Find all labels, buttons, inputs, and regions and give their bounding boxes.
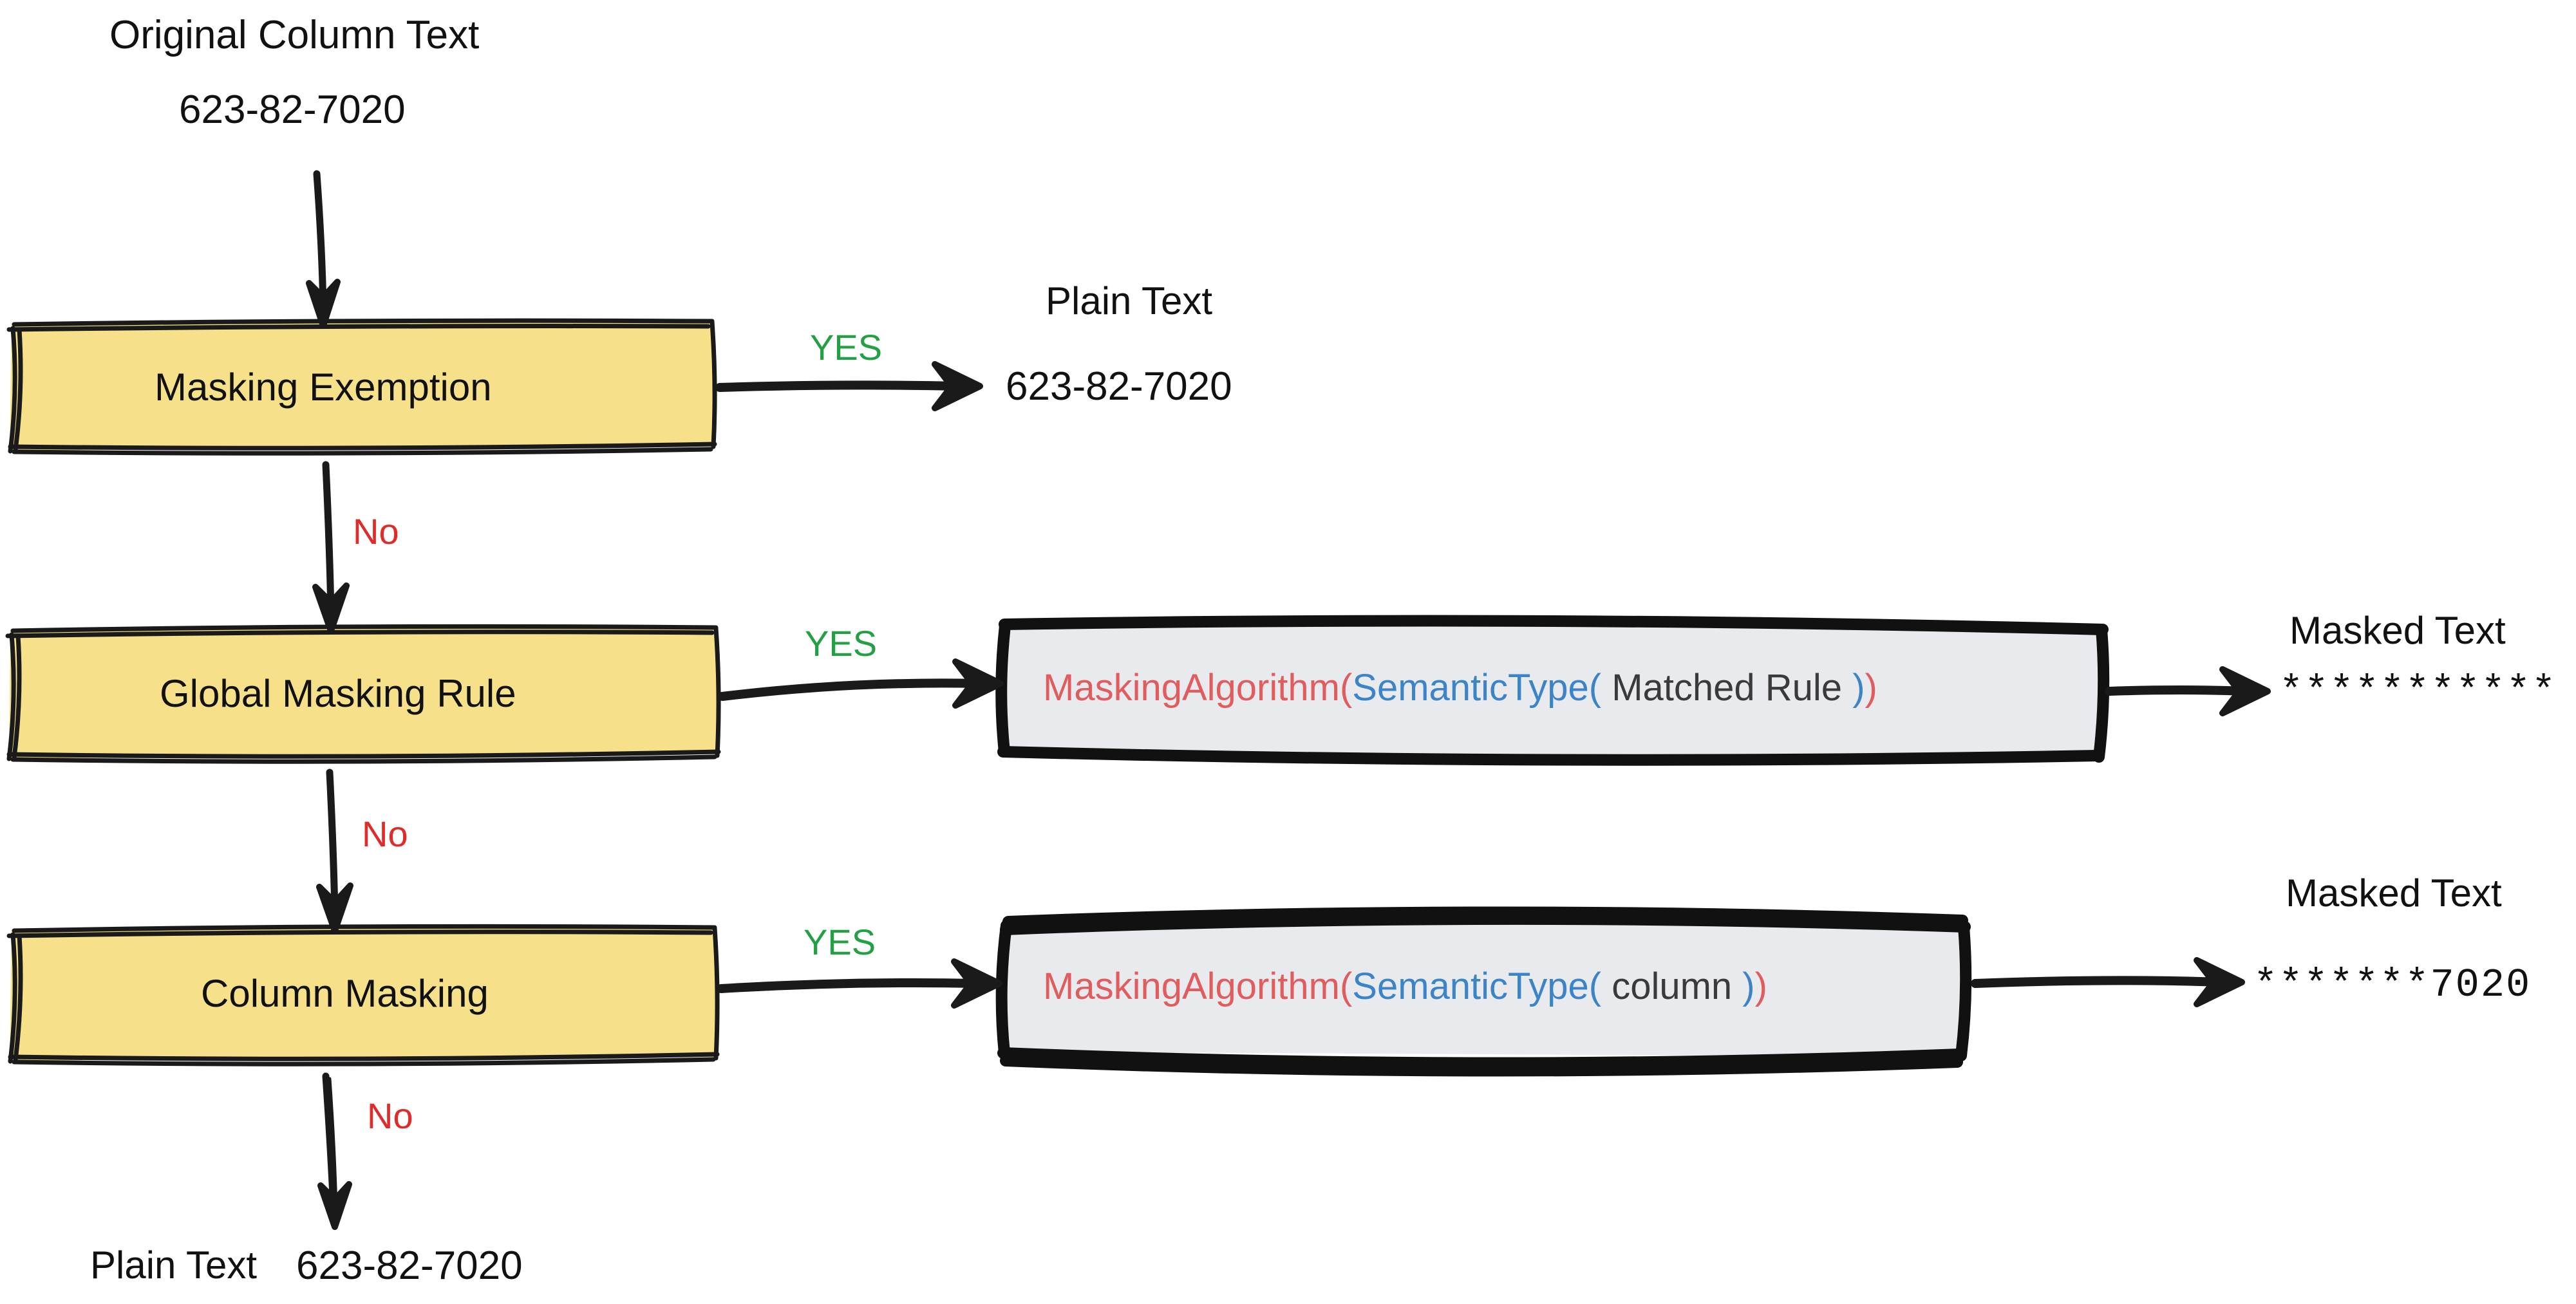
original-value: 623-82-7020 <box>179 88 406 132</box>
final-output-heading: Plain Text <box>90 1243 258 1287</box>
arrow-column-masking-output <box>1971 957 2245 1007</box>
code-expression-column-masking: MaskingAlgorithm(SemanticType( column )) <box>1043 968 1767 1005</box>
code-fn-1: MaskingAlgorithm( <box>1043 667 1353 709</box>
code-expression-global-rule: MaskingAlgorithm(SemanticType( Matched R… <box>1043 669 1877 707</box>
code-type-close-1: ) <box>1852 667 1865 709</box>
arrow-exemption-yes <box>715 361 983 411</box>
final-output-value: 623-82-7020 <box>296 1243 523 1288</box>
code-type-open-1: SemanticType( <box>1352 667 1602 709</box>
edge-label-no-3: No <box>367 1095 413 1136</box>
arrow-column-masking-no <box>317 1072 352 1230</box>
arrow-input-to-exemption <box>306 170 341 329</box>
edge-label-yes-2: YES <box>805 623 878 664</box>
decision-label-masking-exemption[interactable]: Masking Exemption <box>155 366 492 409</box>
code-fn-close-1: ) <box>1865 667 1877 709</box>
arrow-global-rule-output <box>2105 666 2271 716</box>
decision-label-column-masking[interactable]: Column Masking <box>201 972 489 1015</box>
output-value-exemption: 623-82-7020 <box>1006 364 1232 409</box>
edge-label-yes-3: YES <box>804 922 876 962</box>
code-arg-2: column <box>1601 965 1743 1007</box>
arrow-global-rule-yes <box>718 658 1004 709</box>
page-title: Original Column Text <box>109 13 480 57</box>
code-fn-2: MaskingAlgorithm( <box>1043 965 1353 1007</box>
arrow-column-masking-yes <box>717 958 1002 1009</box>
output-heading-global-rule: Masked Text <box>2289 609 2506 652</box>
edge-label-yes-1: YES <box>810 327 883 368</box>
output-value-global-rule: *********** <box>2279 669 2557 714</box>
edge-label-no-1: No <box>353 511 399 552</box>
decision-label-global-masking-rule[interactable]: Global Masking Rule <box>160 672 516 715</box>
code-type-open-2: SemanticType( <box>1352 965 1602 1007</box>
arrow-exemption-no <box>312 461 350 634</box>
arrow-global-rule-no <box>316 768 353 934</box>
edge-label-no-2: No <box>362 814 408 854</box>
output-heading-column-masking: Masked Text <box>2286 871 2502 915</box>
code-type-close-2: ) <box>1742 965 1755 1007</box>
code-fn-close-2: ) <box>1754 965 1767 1007</box>
output-value-column-masking: *******7020 <box>2253 962 2532 1008</box>
code-arg-1: Matched Rule <box>1601 667 1853 709</box>
output-heading-exemption: Plain Text <box>1046 279 1213 322</box>
